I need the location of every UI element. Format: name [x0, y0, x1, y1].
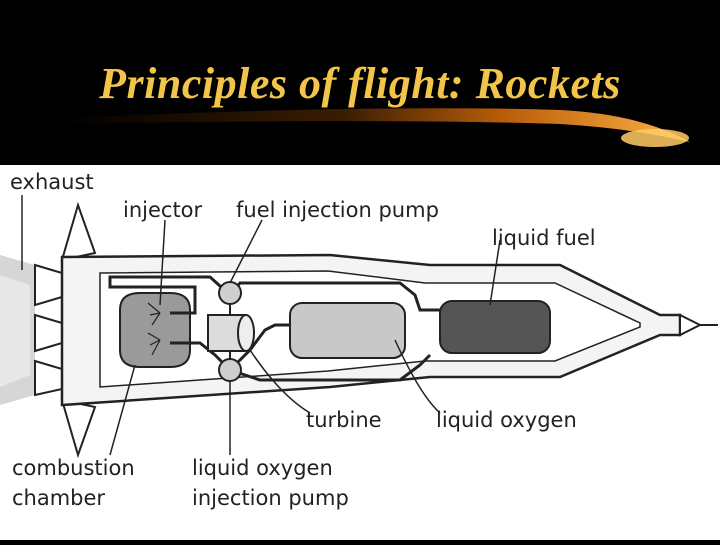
liquid-fuel-tank [439, 300, 551, 354]
label-lox-pump-line1: liquid oxygen [192, 456, 333, 480]
label-liquid-oxygen: liquid oxygen [436, 408, 577, 432]
title-swoosh [60, 108, 690, 147]
label-injector: injector [123, 198, 203, 222]
nozzles [34, 263, 63, 397]
nose-tip [679, 313, 703, 337]
combustion-chamber [119, 292, 191, 368]
label-exhaust: exhaust [10, 170, 94, 194]
liquid-oxygen-tank [289, 302, 406, 359]
exhaust-plume [0, 255, 35, 405]
label-fuel-injection-pump: fuel injection pump [236, 198, 439, 222]
label-liquid-fuel: liquid fuel [492, 226, 596, 250]
liquid-oxygen-injection-pump [218, 358, 242, 382]
turbine [207, 314, 255, 352]
label-turbine: turbine [306, 408, 382, 432]
label-chamber: chamber [12, 486, 105, 510]
fuel-injection-pump [218, 281, 242, 305]
rocket-diagram: exhaust injector fuel injection pump liq… [0, 165, 720, 540]
label-combustion: combustion [12, 456, 135, 480]
label-lox-pump-line2: injection pump [192, 486, 349, 510]
leader-lines [21, 195, 501, 456]
injector-spray [147, 302, 161, 356]
slide-title: Principles of flight: Rockets [99, 59, 621, 108]
